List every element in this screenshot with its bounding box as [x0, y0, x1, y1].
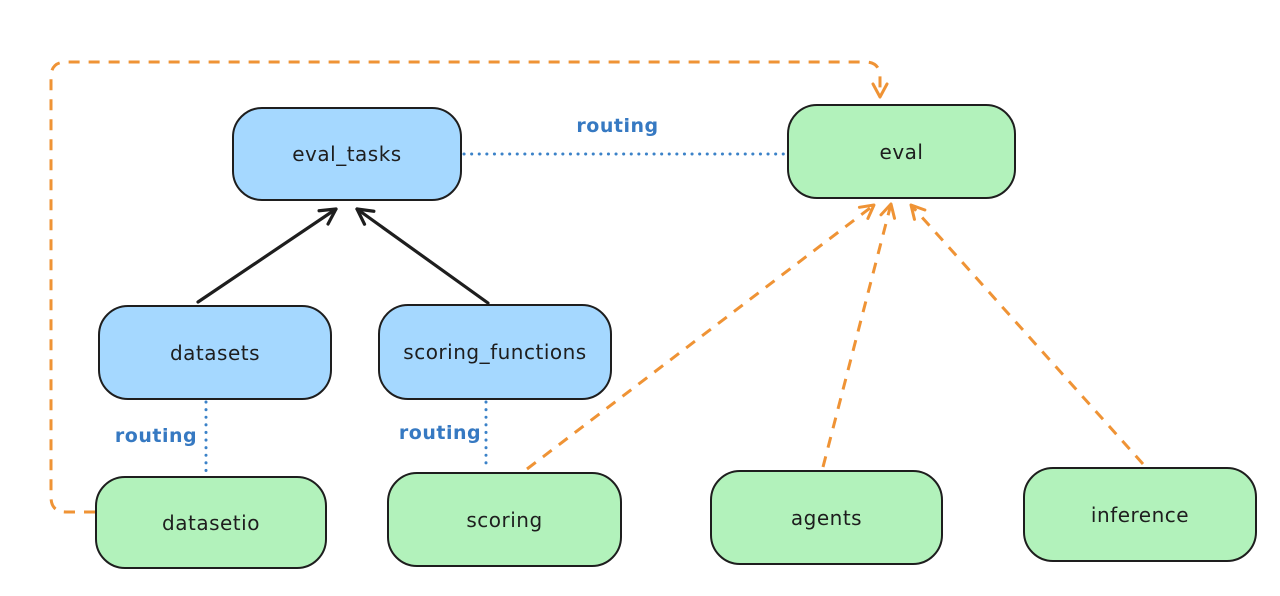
edge-inference-to-eval: [909, 203, 1145, 466]
node-scoring-functions: scoring_functions: [378, 304, 612, 400]
edge-label-routing-datasets-datasetio: routing: [114, 425, 198, 447]
node-scoring-functions-label: scoring_functions: [403, 340, 587, 364]
node-inference-label: inference: [1090, 502, 1190, 527]
edge-scoring-functions-to-eval-tasks: [355, 207, 490, 305]
node-eval-tasks: eval_tasks: [232, 107, 462, 201]
node-agents: agents: [710, 470, 943, 565]
edge-datasets-to-eval-tasks: [196, 207, 338, 304]
node-datasets: datasets: [98, 305, 332, 400]
node-agents-label: agents: [790, 505, 863, 530]
node-datasetio-label: datasetio: [162, 510, 260, 535]
edge-agents-to-eval: [821, 202, 897, 468]
node-datasetio: datasetio: [95, 476, 327, 569]
edge-scoring-to-eval: [526, 203, 876, 471]
node-scoring: scoring: [387, 472, 622, 567]
node-datasets-label: datasets: [169, 340, 261, 365]
edge-label-routing-scoring-functions-scoring: routing: [398, 422, 482, 444]
node-eval: eval: [787, 104, 1016, 199]
node-inference: inference: [1023, 467, 1257, 562]
node-scoring-label: scoring: [466, 507, 543, 532]
edge-datasetio-to-eval: [49, 60, 889, 514]
edge-label-routing-eval-tasks-eval: routing: [576, 115, 659, 137]
node-eval-tasks-label: eval_tasks: [292, 142, 402, 166]
node-eval-label: eval: [879, 139, 924, 164]
